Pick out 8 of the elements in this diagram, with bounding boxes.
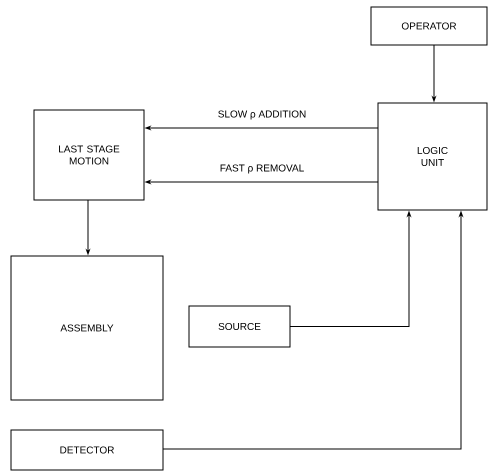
process-box: DETECTOR [10, 429, 164, 470]
process-box: ASSEMBLY [10, 256, 164, 400]
edge-label: SLOW ρ ADDITION [216, 109, 308, 121]
process-box: LAST STAGE MOTION [34, 110, 144, 200]
process-box: SOURCE [188, 305, 290, 348]
process-box: OPERATOR [370, 6, 488, 46]
process-box: LOGIC UNIT [378, 102, 488, 210]
edge-label: FAST ρ REMOVAL [218, 163, 306, 175]
